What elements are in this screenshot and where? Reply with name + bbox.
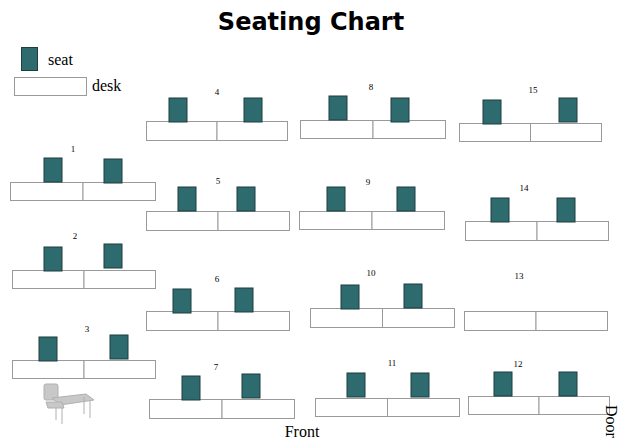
seat [494,372,512,396]
seat [559,98,577,122]
chart-title: Seating Chart [218,10,404,34]
seat [557,198,575,222]
desk-number: 1 [71,145,76,154]
desk [217,122,288,141]
desk [222,400,295,419]
desk [300,212,373,230]
seat [559,372,577,396]
desk-number: 13 [515,272,524,281]
seat [404,284,422,308]
desk [469,397,540,415]
desk-number: 2 [73,232,78,241]
desk [11,183,84,201]
desk-number: 9 [366,178,371,187]
desk [147,212,219,231]
seat [169,98,187,122]
desk-number: 3 [85,325,90,334]
desk-number: 10 [367,269,376,278]
front-label: Front [285,424,320,440]
desk-number: 15 [529,86,538,95]
seat [44,158,62,182]
seat [110,335,128,359]
legend-desk-swatch [14,77,87,96]
desk-number: 5 [216,177,221,186]
seat [173,289,191,313]
seat [44,247,62,271]
seat [237,187,255,211]
desk [84,271,156,289]
desk-number: 12 [514,360,523,369]
desk [83,183,156,201]
desk [311,309,383,328]
desk-number: 14 [520,184,529,193]
desk [218,212,290,231]
desk [372,212,445,230]
legend-seat-swatch [21,47,38,71]
desk [301,121,374,139]
desk [84,361,156,379]
seat [341,285,359,309]
seat [178,187,196,211]
seat [347,373,365,397]
desk [537,222,609,241]
desk [388,399,460,417]
desk-number: 7 [214,363,219,372]
seat [235,288,253,312]
desk [466,222,538,241]
desk [539,397,610,415]
desk [383,309,455,328]
legend-text: seat [48,52,73,68]
seat [397,187,415,211]
seat [391,98,409,122]
seat [327,187,345,211]
desk-number: 6 [215,275,220,284]
desk [13,361,85,379]
seat [104,159,122,183]
desk [13,271,85,289]
desk [460,124,531,142]
desk [465,312,537,331]
seat [104,244,122,268]
seat [242,374,260,398]
seat [182,376,200,400]
desk [531,124,602,142]
desk [536,312,608,331]
chair-illustration [44,384,94,424]
seat [411,373,429,397]
desk [373,121,446,139]
desk [316,399,388,417]
desk-number: 4 [215,88,220,97]
seat [329,96,347,120]
seat [483,100,501,124]
seat [244,98,262,122]
desk [147,122,218,141]
desk [147,312,219,331]
desk-number: 8 [369,83,374,92]
desk [218,312,290,331]
desk-number: 11 [388,359,397,368]
door-label: Door [603,405,619,438]
seat [39,337,57,361]
seat [491,198,509,222]
desk [150,400,223,419]
legend-text: desk [92,78,121,94]
